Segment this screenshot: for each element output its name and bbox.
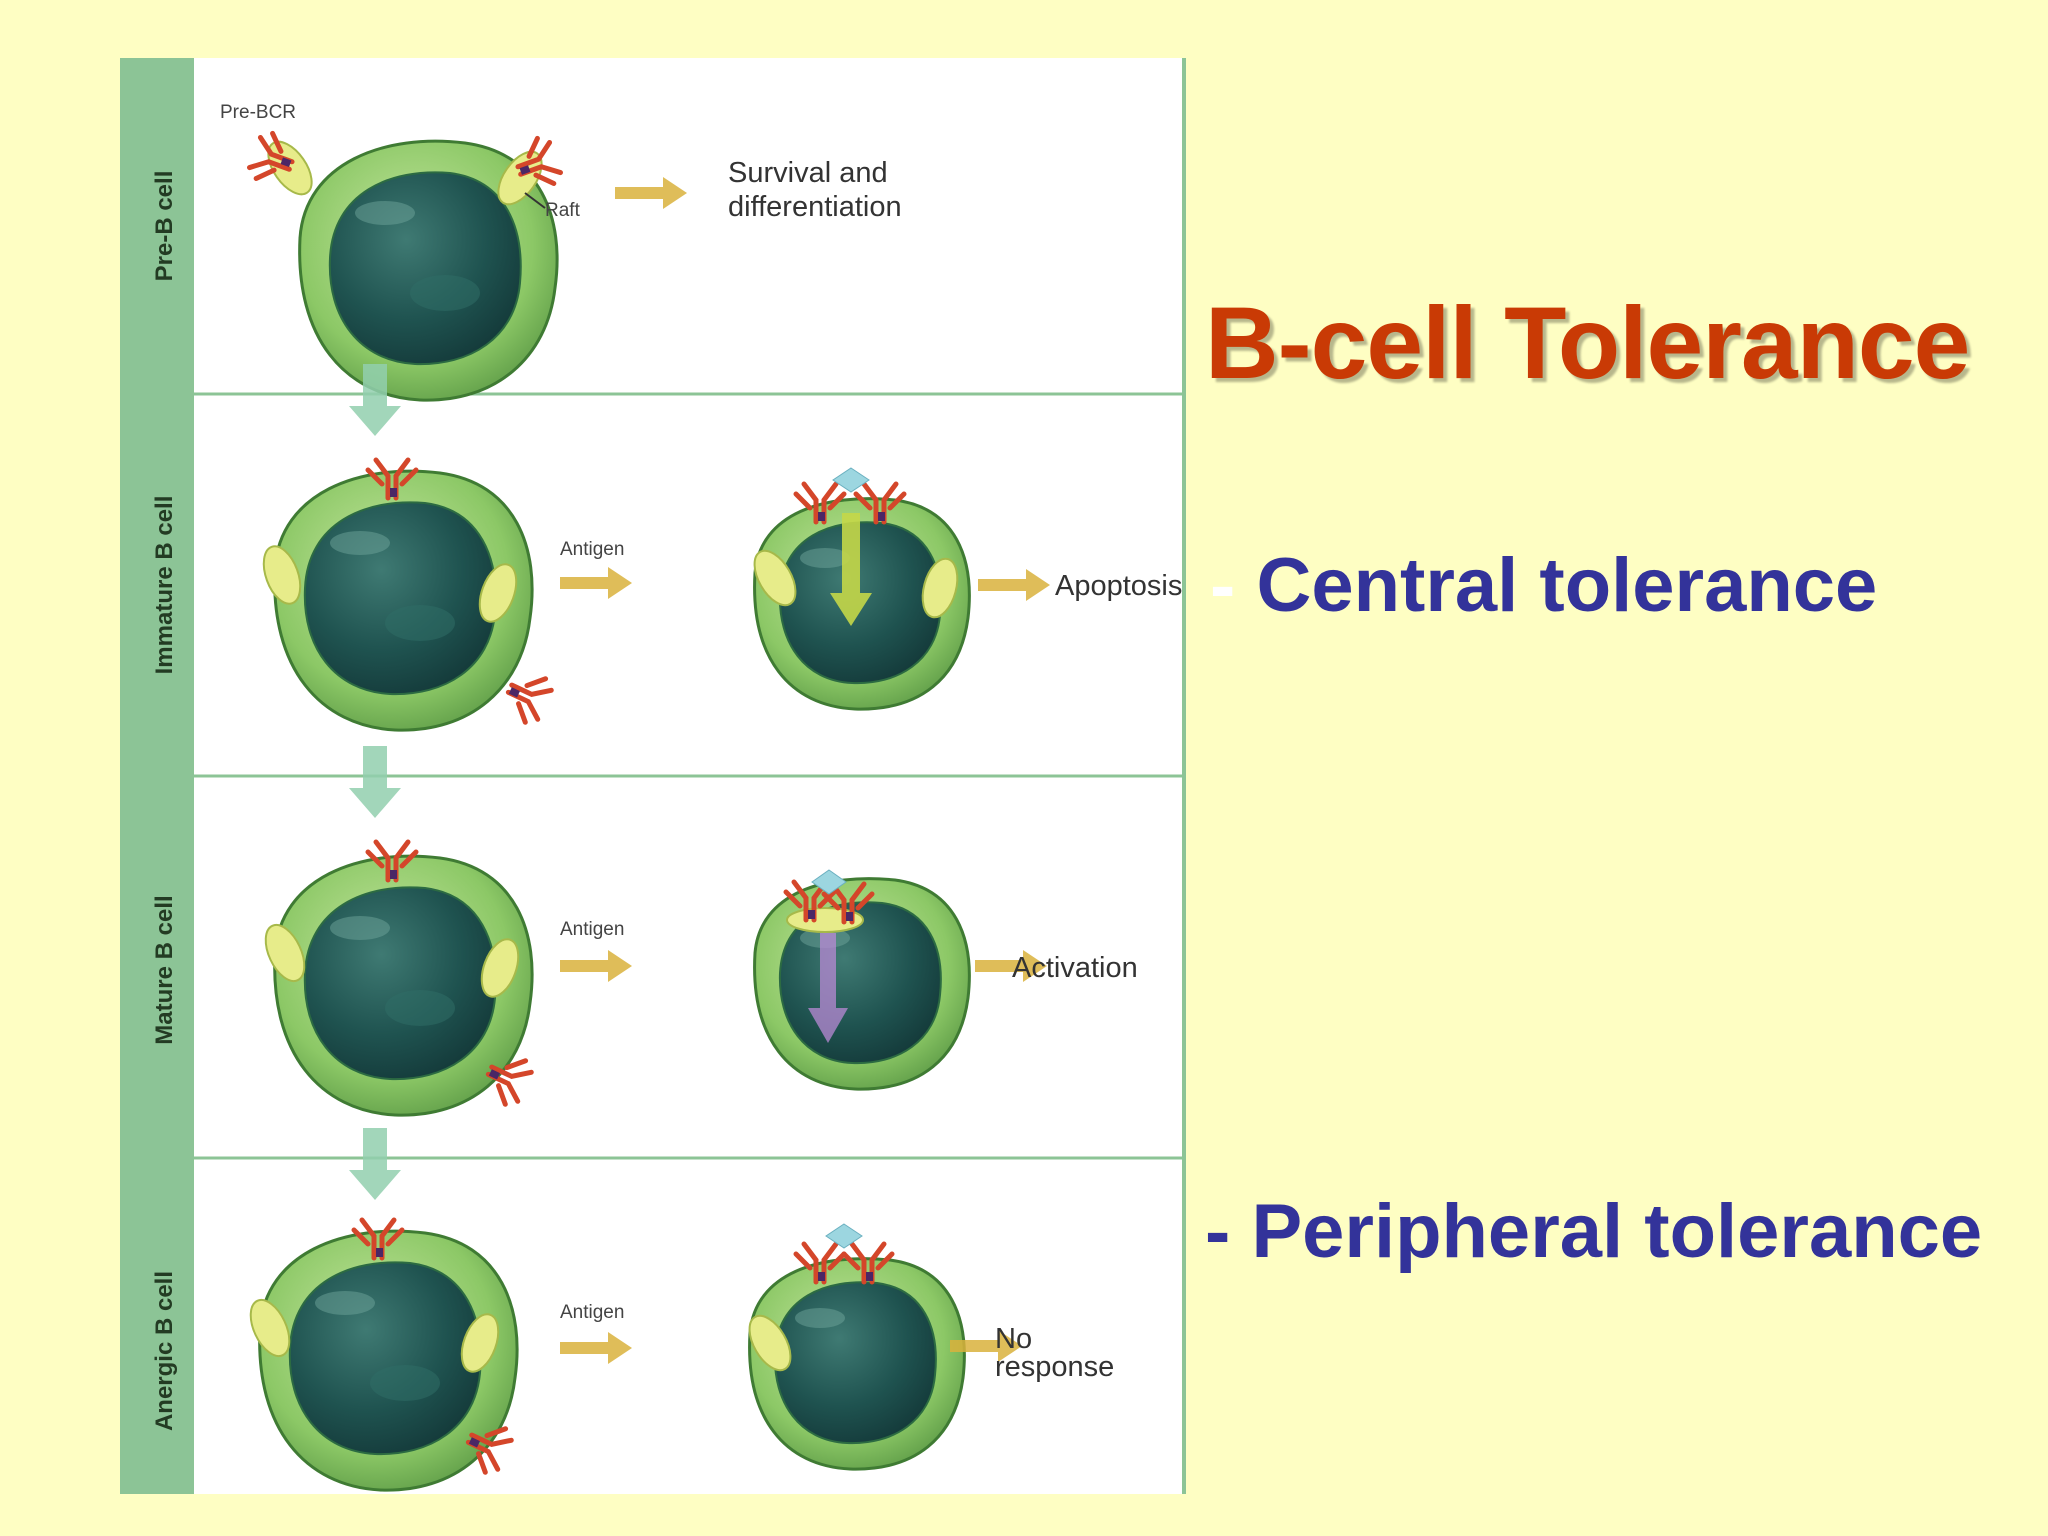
slide-title: B-cell Tolerance xyxy=(1205,286,1970,400)
bullet-dash: - xyxy=(1205,1189,1231,1274)
lane-label: Anergic B cell xyxy=(151,1271,178,1431)
bullet-text: Central tolerance xyxy=(1256,543,1878,628)
outcome-label: response xyxy=(995,1351,1114,1383)
antigen-icon xyxy=(832,467,870,493)
raft-label: Raft xyxy=(545,200,581,221)
outcome-label: Apoptosis xyxy=(1055,570,1182,602)
lane-immature-b-cell: Immature B cell Antigen Apoptosis xyxy=(151,460,1182,732)
outcome-label: Survival and xyxy=(728,157,888,189)
lane-anergic-b-cell: Anergic B cell Antigen No response xyxy=(151,1220,1114,1492)
antigen-bound-cell xyxy=(753,877,971,1091)
bullet-text: Peripheral tolerance xyxy=(1251,1189,1983,1274)
bullet-peripheral-tolerance: - Peripheral tolerance xyxy=(1205,1188,1982,1275)
lane-label: Mature B cell xyxy=(151,895,178,1044)
lane-mature-b-cell: Mature B cell Antigen Activation xyxy=(151,842,1138,1117)
bullet-dash: - xyxy=(1210,543,1236,628)
antigen-icon xyxy=(811,869,847,895)
antigen-icon xyxy=(825,1223,863,1249)
lane-label: Immature B cell xyxy=(151,496,178,675)
antigen-label: Antigen xyxy=(560,919,624,940)
antigen-label: Antigen xyxy=(560,539,624,560)
signal-arrow xyxy=(808,933,848,1043)
receptor-label: Pre-BCR xyxy=(220,102,296,123)
bullet-central-tolerance: - Central tolerance xyxy=(1210,542,1877,629)
signal-arrow xyxy=(830,513,872,626)
lane-label: Pre-B cell xyxy=(151,171,178,282)
outcome-label: No xyxy=(995,1323,1032,1355)
b-cell-development-figure: Pre-B cell Pre-BCR Raft Survival and dif… xyxy=(120,58,1186,1494)
outcome-label: Activation xyxy=(1012,952,1138,984)
outcome-label: differentiation xyxy=(728,191,902,223)
raft-pointer xyxy=(524,192,546,209)
antigen-label: Antigen xyxy=(560,1302,624,1323)
lane-pre-b-cell: Pre-B cell Pre-BCR Raft Survival and dif… xyxy=(151,102,902,402)
